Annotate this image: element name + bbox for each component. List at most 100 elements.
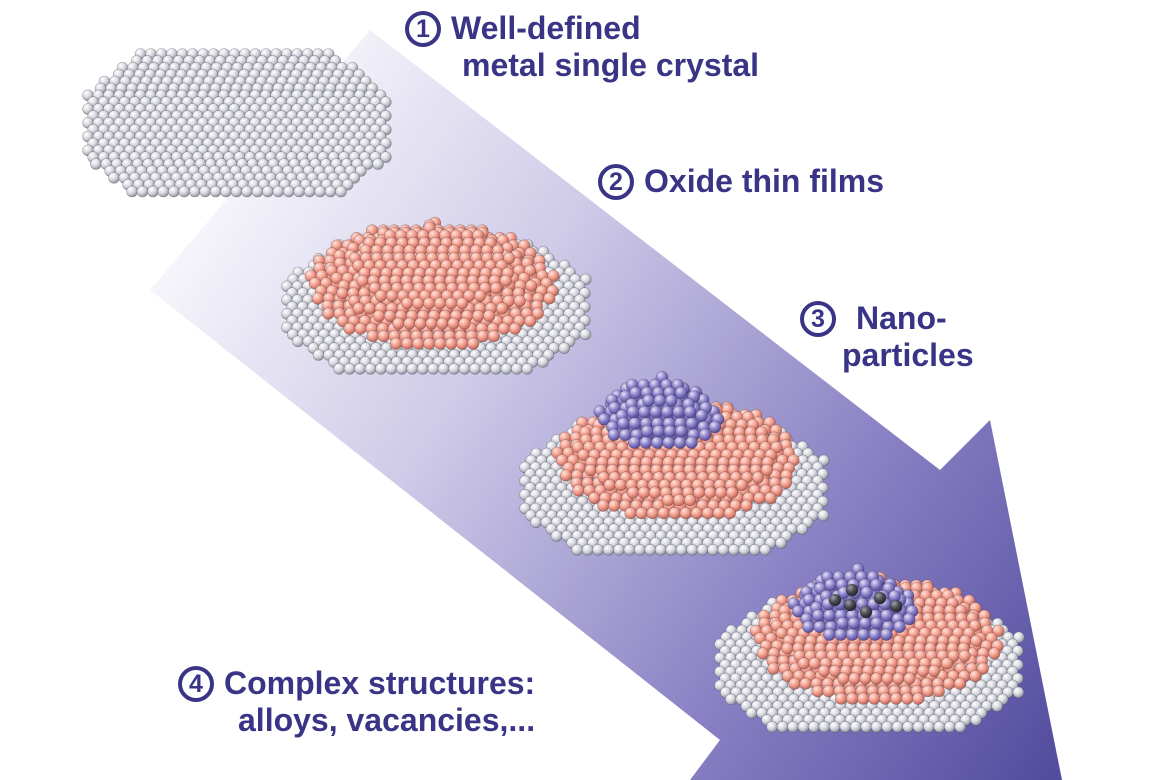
particle-atom <box>823 628 836 641</box>
metal-atom <box>230 185 243 198</box>
oxide-atom <box>456 337 469 350</box>
oxide-atom <box>725 486 739 499</box>
metal-atom <box>602 543 615 556</box>
oxide-atom <box>751 471 765 484</box>
oxide-atom <box>797 657 810 670</box>
oxide-atom <box>472 309 485 323</box>
oxide-atom <box>799 677 812 690</box>
particle-atom <box>902 612 916 626</box>
metal-atom <box>686 543 698 556</box>
oxide-atom <box>445 337 458 350</box>
particle-atom <box>650 436 664 449</box>
oxide-atom <box>508 322 522 335</box>
particle-atom <box>629 386 642 400</box>
metal-atom <box>613 543 625 556</box>
metal-atom <box>108 172 120 184</box>
metal-atom <box>933 720 946 733</box>
metal-atom <box>550 530 563 542</box>
oxide-atom <box>624 506 637 520</box>
metal-atom <box>375 362 387 375</box>
oxide-atom <box>531 307 544 320</box>
metal-atom <box>579 328 592 341</box>
metal-atom <box>818 720 831 733</box>
metal-atom <box>943 720 956 733</box>
metal-atom <box>776 720 789 733</box>
oxide-atom <box>474 289 487 302</box>
metal-atom <box>696 543 709 556</box>
metal-atom <box>199 185 211 198</box>
metal-atom <box>395 362 408 375</box>
metal-atom <box>748 543 761 556</box>
step-2-line1: Oxide thin films <box>644 163 885 199</box>
metal-atom <box>870 720 883 733</box>
oxide-atom <box>668 506 681 520</box>
oxide-atom <box>403 317 416 330</box>
oxide-atom <box>392 317 405 330</box>
oxide-atom <box>912 692 925 705</box>
metal-atom <box>675 543 688 556</box>
metal-atom <box>272 185 285 198</box>
particle-atom <box>847 616 861 630</box>
oxide-atom <box>372 309 386 323</box>
step-3-number-badge: 3 <box>800 301 836 337</box>
metal-single-crystal <box>82 48 392 198</box>
oxide-atom <box>412 297 425 310</box>
oxide-atom <box>740 499 753 512</box>
oxide-atom <box>988 647 1001 660</box>
oxide-atom <box>767 662 780 675</box>
oxide-atom <box>756 647 769 660</box>
oxide-thin-film-structure <box>281 216 592 375</box>
oxide-atom <box>859 672 872 685</box>
metal-atom <box>341 178 354 191</box>
metal-atom <box>437 362 450 375</box>
metal-atom <box>881 720 893 733</box>
particle-atom <box>685 436 698 449</box>
alloy-atom <box>873 591 887 605</box>
metal-atom <box>314 185 326 198</box>
particle-atom <box>683 405 697 419</box>
particle-atom <box>811 609 825 622</box>
step-4-number-badge: 4 <box>178 666 214 702</box>
oxide-atom <box>434 337 447 350</box>
alloy-atom <box>843 598 857 612</box>
metal-atom <box>303 185 316 198</box>
metal-atom <box>479 362 492 375</box>
oxide-atom <box>889 692 903 705</box>
oxide-atom <box>811 684 824 698</box>
metal-atom <box>860 720 873 733</box>
metal-atom <box>970 714 982 726</box>
particle-atom <box>801 620 815 634</box>
oxide-atom <box>921 684 934 698</box>
step-3-line2: particles <box>842 337 974 373</box>
oxide-atom <box>712 506 725 520</box>
metal-atom <box>954 720 967 733</box>
metal-atom <box>665 543 678 556</box>
oxide-atom <box>499 274 512 287</box>
metal-atom <box>209 185 222 198</box>
step-1-number-badge: 1 <box>405 11 441 47</box>
oxide-atom <box>476 330 489 343</box>
metal-atom <box>745 707 758 719</box>
oxide-atom <box>661 494 675 507</box>
particle-atom <box>642 394 655 407</box>
metal-atom <box>406 362 419 375</box>
oxide-atom <box>942 677 956 690</box>
particle-atom <box>673 436 687 449</box>
metal-atom <box>849 720 862 733</box>
oxide-atom <box>354 322 367 335</box>
metal-atom <box>654 543 667 556</box>
metal-atom <box>220 185 232 198</box>
metal-atom <box>490 362 502 375</box>
metal-atom <box>537 356 549 368</box>
particle-atom <box>663 424 677 438</box>
oxide-atom <box>401 337 414 350</box>
oxide-atom <box>603 478 616 492</box>
metal-atom <box>1012 686 1025 699</box>
oxide-atom <box>608 499 621 512</box>
oxide-atom <box>458 317 471 330</box>
alloy-atom <box>828 593 842 607</box>
